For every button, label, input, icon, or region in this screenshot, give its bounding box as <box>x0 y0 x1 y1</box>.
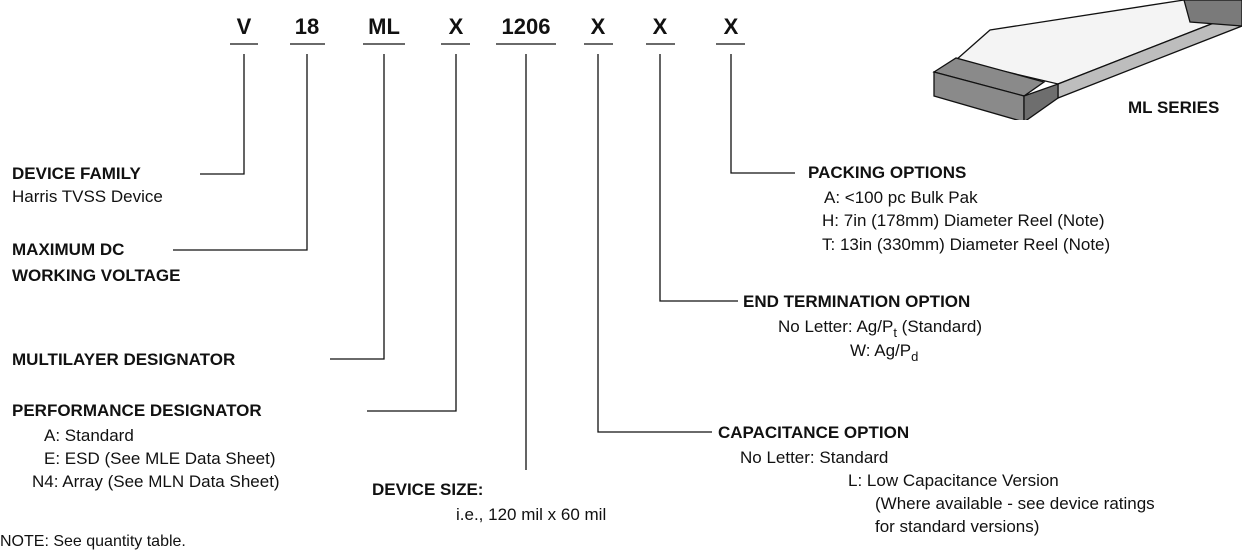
leader-multilayer <box>330 54 385 360</box>
capacitance-option-l-line2: (Where available - see device ratings <box>875 494 1155 513</box>
max-dc-title-1: MAXIMUM DC <box>12 240 125 259</box>
device-size-title: DEVICE SIZE: <box>372 480 484 499</box>
end-termination-option-none: No Letter: Ag/Pt (Standard) <box>778 317 982 340</box>
code-packing: X <box>723 14 739 39</box>
device-size-desc: i.e., 120 mil x 60 mil <box>456 505 607 524</box>
performance-title: PERFORMANCE DESIGNATOR <box>12 401 262 420</box>
ml-series-chip-illustration <box>932 0 1242 120</box>
capacitance-option-l-line3: for standard versions) <box>875 517 1040 536</box>
code-device-family: V <box>236 14 252 39</box>
device-family-desc: Harris TVSS Device <box>12 187 163 206</box>
leader-performance <box>367 54 457 412</box>
packing-option-a: A: <100 pc Bulk Pak <box>824 188 978 207</box>
performance-option-n4: N4: Array (See MLN Data Sheet) <box>32 472 280 491</box>
leader-packing <box>730 54 795 174</box>
end-termination-title: END TERMINATION OPTION <box>743 292 971 311</box>
leader-capacitance <box>597 54 712 433</box>
code-capacitance: X <box>590 14 606 39</box>
capacitance-option-l: L: Low Capacitance Version <box>848 471 1059 490</box>
leader-end-termination <box>659 54 738 302</box>
packing-title: PACKING OPTIONS <box>808 163 967 182</box>
code-performance: X <box>448 14 464 39</box>
performance-option-e: E: ESD (See MLE Data Sheet) <box>44 449 276 468</box>
multilayer-title: MULTILAYER DESIGNATOR <box>12 350 236 369</box>
leader-max-dc <box>173 54 308 251</box>
footnote: NOTE: See quantity table. <box>0 533 186 550</box>
series-label: ML SERIES <box>1128 98 1220 117</box>
leader-device-family <box>200 54 245 175</box>
capacitance-title: CAPACITANCE OPTION <box>718 423 910 442</box>
max-dc-title-2: WORKING VOLTAGE <box>12 266 181 285</box>
packing-option-t: T: 13in (330mm) Diameter Reel (Note) <box>822 235 1111 254</box>
code-voltage: 18 <box>294 14 320 39</box>
end-termination-option-w: W: Ag/Pd <box>850 341 919 364</box>
capacitance-option-none: No Letter: Standard <box>740 448 889 467</box>
code-device-size: 1206 <box>501 14 551 39</box>
device-family-title: DEVICE FAMILY <box>12 164 141 183</box>
code-end-termination: X <box>652 14 668 39</box>
code-multilayer: ML <box>368 14 400 39</box>
performance-option-a: A: Standard <box>44 426 134 445</box>
packing-option-h: H: 7in (178mm) Diameter Reel (Note) <box>822 211 1105 230</box>
